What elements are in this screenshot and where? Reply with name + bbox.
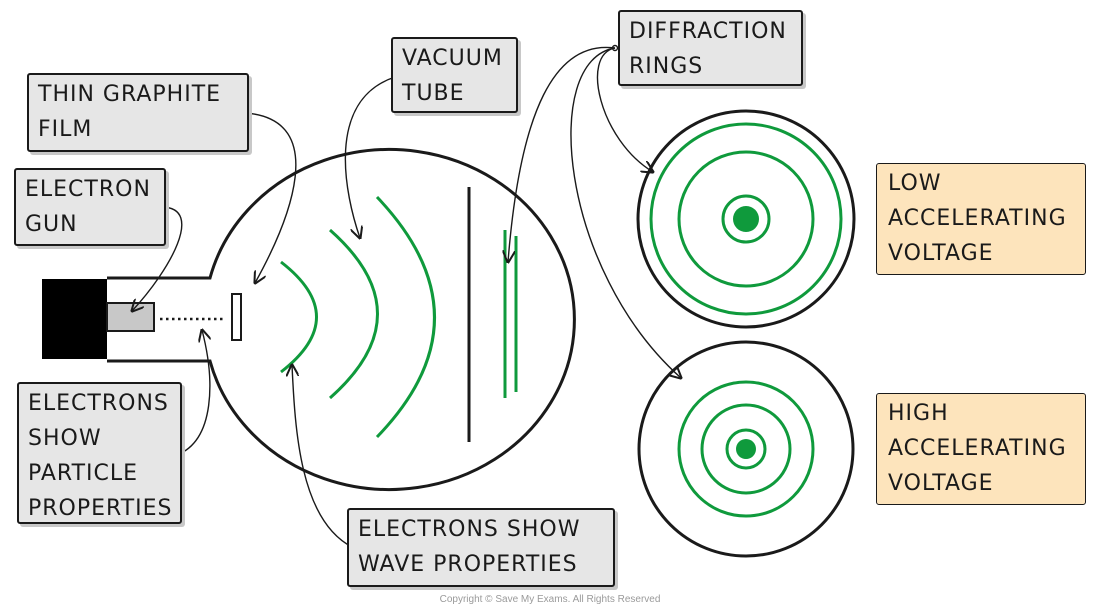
label-line: SHOW	[28, 426, 102, 451]
label-thin-graphite-film: THIN GRAPHITE FILM	[27, 73, 249, 152]
electron-gun-body	[42, 279, 107, 359]
label-line: ACCELERATING	[888, 436, 1067, 461]
arrow-diffraction-low	[596, 47, 653, 172]
arrow-diffraction-screen	[508, 46, 616, 262]
label-line: TUBE	[402, 81, 465, 106]
label-electron-gun: ELECTRON GUN	[14, 168, 166, 246]
label-line: FILM	[38, 117, 93, 142]
label-line: RINGS	[629, 54, 704, 79]
label-line: WAVE PROPERTIES	[358, 552, 578, 577]
graphite-film	[231, 293, 242, 341]
label-high-accelerating-voltage: HIGH ACCELERATING VOLTAGE	[876, 393, 1086, 505]
label-vacuum-tube: VACUUM TUBE	[391, 37, 518, 113]
label-line: VOLTAGE	[888, 241, 994, 266]
arrow-vacuum-tube	[344, 76, 396, 238]
arrow-electron-gun	[132, 206, 183, 311]
label-particle-properties: ELECTRONS SHOW PARTICLE PROPERTIES	[17, 382, 182, 524]
arrow-diffraction-high	[570, 47, 681, 378]
label-line: ELECTRON	[25, 177, 151, 202]
wavefront-1	[280, 260, 318, 374]
wavefront-3	[375, 195, 436, 439]
electron-gun-nozzle	[106, 302, 155, 332]
label-line: THIN GRAPHITE	[38, 82, 222, 107]
label-line: PROPERTIES	[28, 496, 173, 521]
label-line: ELECTRONS SHOW	[358, 517, 581, 542]
vacuum-tube-outline	[107, 148, 576, 491]
label-line: VACUUM	[402, 46, 503, 71]
arrow-particle-properties	[176, 330, 210, 456]
low-voltage-ring-pattern	[636, 109, 856, 329]
label-diffraction-rings: DIFFRACTION RINGS	[618, 10, 803, 86]
label-low-accelerating-voltage: LOW ACCELERATING VOLTAGE	[876, 163, 1086, 275]
label-line: HIGH	[888, 401, 949, 426]
copyright-notice: Copyright © Save My Exams. All Rights Re…	[439, 594, 661, 605]
label-line: PARTICLE	[28, 461, 139, 486]
label-wave-properties: ELECTRONS SHOW WAVE PROPERTIES	[347, 508, 615, 587]
label-line: VOLTAGE	[888, 471, 994, 496]
label-line: LOW	[888, 171, 942, 196]
label-line: DIFFRACTION	[629, 19, 787, 44]
label-line: ELECTRONS	[28, 391, 169, 416]
arrow-wave-properties	[292, 365, 353, 548]
wavefront-2	[329, 228, 379, 400]
high-voltage-ring-pattern	[637, 340, 855, 558]
label-line: ACCELERATING	[888, 206, 1067, 231]
label-line: GUN	[25, 212, 78, 237]
arrow-graphite-film	[245, 112, 297, 283]
